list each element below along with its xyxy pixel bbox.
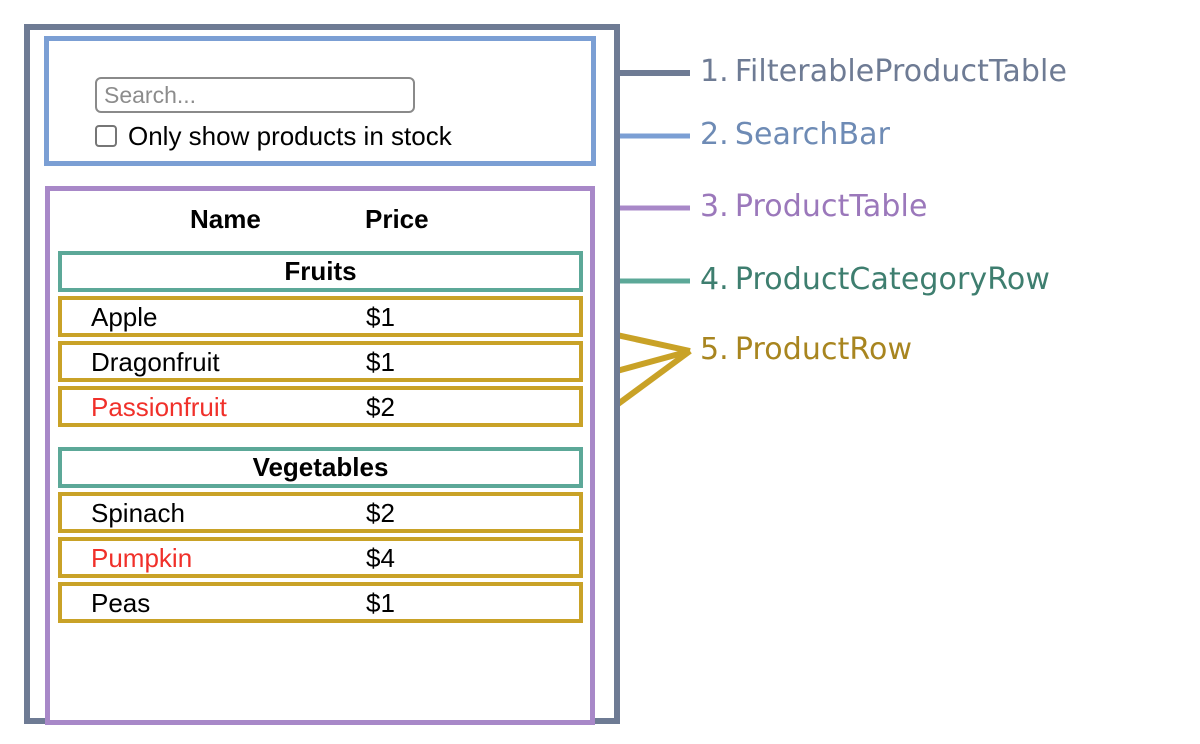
legend-label: SearchBar (734, 117, 891, 152)
in-stock-checkbox[interactable] (95, 125, 117, 147)
product-price: $1 (366, 587, 395, 618)
product-name: Spinach (91, 497, 185, 528)
product-rows-area: Fruits Apple $1 Dragonfruit $1 Passionfr… (58, 251, 583, 623)
in-stock-filter-row[interactable]: Only show products in stock (95, 123, 452, 149)
product-price: $1 (366, 301, 395, 332)
product-row[interactable]: Peas $1 (58, 582, 583, 623)
product-row[interactable]: Apple $1 (58, 296, 583, 337)
product-price: $1 (366, 346, 395, 377)
product-row[interactable]: Passionfruit $2 (58, 386, 583, 427)
legend-label: ProductTable (734, 189, 928, 224)
product-row[interactable]: Spinach $2 (58, 492, 583, 533)
product-name: Passionfruit (91, 391, 227, 422)
product-table-header: Name Price (50, 199, 590, 239)
legend-item-filterable-product-table: 1.FilterableProductTable (700, 54, 1067, 89)
product-row[interactable]: Dragonfruit $1 (58, 341, 583, 382)
legend-number: 4. (700, 262, 729, 297)
product-price: $4 (366, 542, 395, 573)
legend-item-search-bar: 2.SearchBar (700, 117, 890, 152)
column-header-name: Name (190, 203, 261, 234)
product-price: $2 (366, 391, 395, 422)
legend-item-product-table: 3.ProductTable (700, 189, 928, 224)
legend-label: ProductCategoryRow (734, 262, 1050, 297)
category-label: Fruits (284, 256, 357, 286)
product-row[interactable]: Pumpkin $4 (58, 537, 583, 578)
in-stock-checkbox-label: Only show products in stock (128, 121, 452, 151)
legend-item-product-category-row: 4.ProductCategoryRow (700, 262, 1050, 297)
legend-label: FilterableProductTable (734, 54, 1068, 89)
legend-number: 3. (700, 189, 729, 224)
product-name: Peas (91, 587, 151, 618)
legend-number: 2. (700, 117, 729, 152)
product-name: Dragonfruit (91, 346, 220, 377)
product-name: Pumpkin (91, 542, 193, 573)
legend-number: 1. (700, 54, 729, 89)
product-category-row: Vegetables (58, 447, 583, 488)
legend-item-product-row: 5.ProductRow (700, 332, 912, 367)
search-input[interactable] (95, 77, 415, 113)
group-spacer (58, 427, 583, 447)
search-bar: Only show products in stock (44, 36, 596, 166)
product-name: Apple (91, 301, 158, 332)
category-label: Vegetables (252, 452, 389, 482)
legend-number: 5. (700, 332, 729, 367)
product-table: Name Price Fruits Apple $1 Dragonfruit $… (45, 186, 595, 725)
product-price: $2 (366, 497, 395, 528)
product-category-row: Fruits (58, 251, 583, 292)
column-header-price: Price (365, 203, 429, 234)
legend-label: ProductRow (734, 332, 913, 367)
